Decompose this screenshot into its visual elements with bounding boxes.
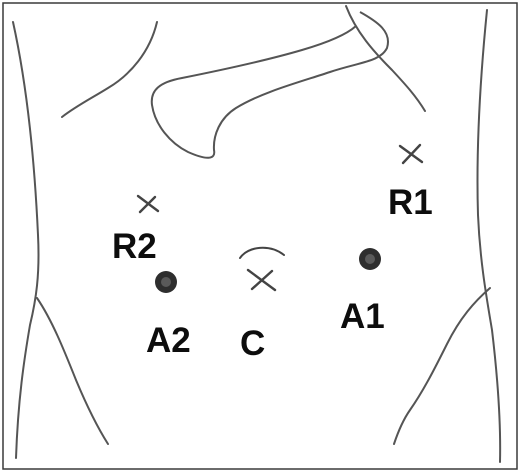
left-rib-margin <box>62 22 157 117</box>
r2-cross-marker <box>138 196 158 212</box>
right-flank-line <box>477 10 500 462</box>
r1-label: R1 <box>388 183 433 222</box>
a2-port-marker <box>155 271 177 293</box>
left-flank-line <box>13 22 39 458</box>
r2-label: R2 <box>112 227 157 266</box>
stomach-sketch <box>152 12 388 158</box>
left-groin-line <box>37 298 108 444</box>
a2-label: A2 <box>146 321 191 360</box>
c-cross-marker <box>248 270 275 290</box>
border-frame <box>3 3 517 469</box>
a1-label: A1 <box>340 297 385 336</box>
r1-cross-marker <box>400 145 422 163</box>
a1-port-marker <box>359 248 381 270</box>
c-label: C <box>240 324 265 363</box>
umbilicus-arc <box>240 248 284 258</box>
right-rib-margin <box>346 6 425 111</box>
right-groin-line <box>394 288 490 444</box>
